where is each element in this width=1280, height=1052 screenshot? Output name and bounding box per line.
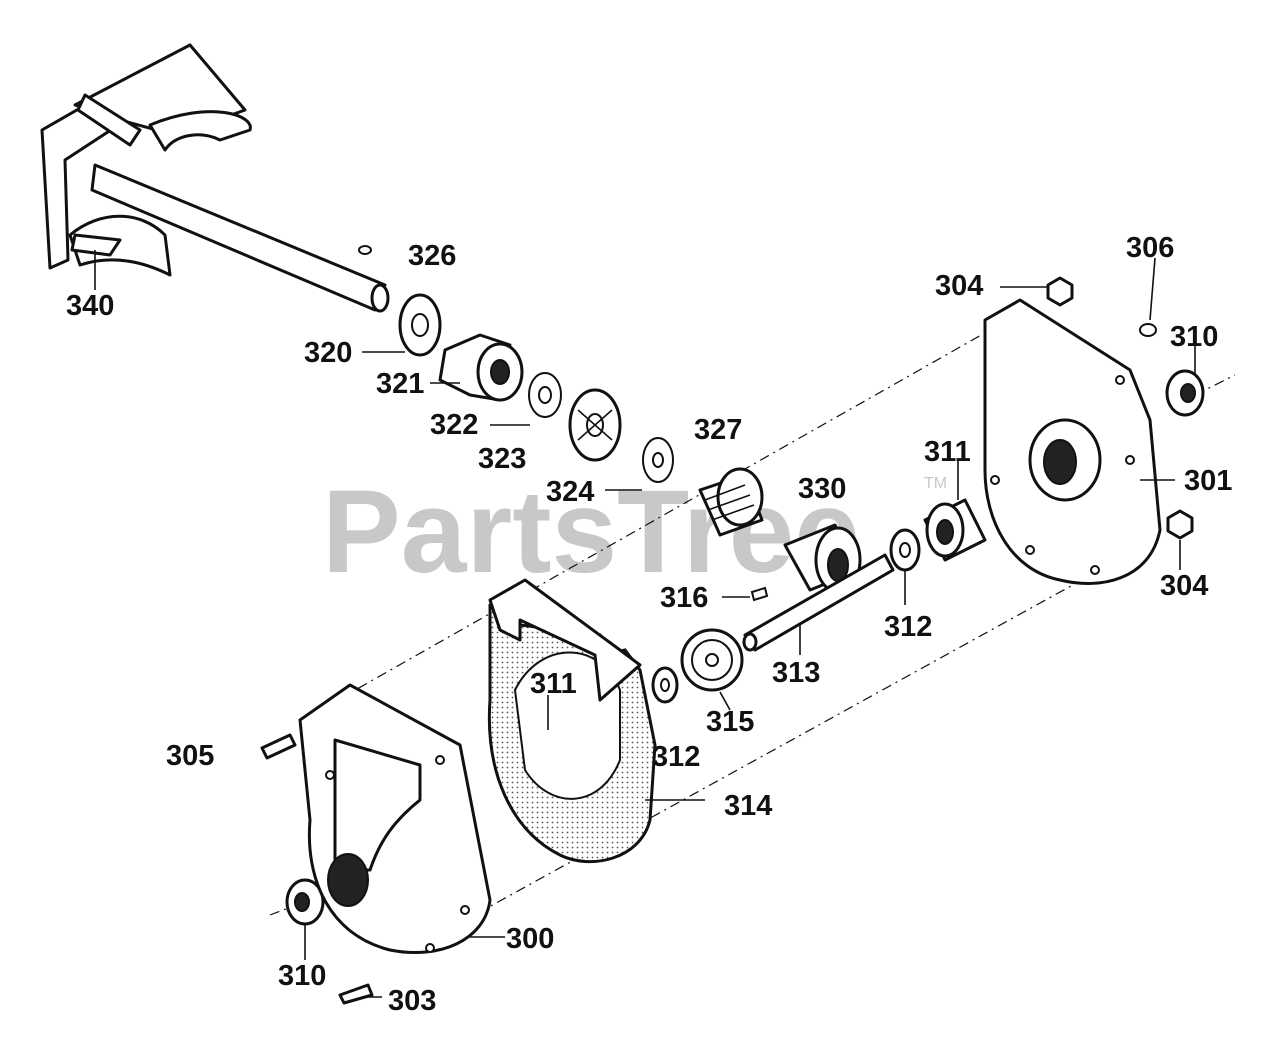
- bearing-housing-321: [438, 333, 524, 402]
- watermark-logo: PartsTree: [322, 466, 860, 598]
- bearing-310-right: [1165, 369, 1205, 417]
- callout-304-top: 304: [935, 270, 983, 302]
- callout-312-left: 312: [652, 741, 700, 773]
- callout-311-left: 311: [530, 668, 577, 700]
- callout-322: 322: [430, 409, 478, 441]
- callout-310-right: 310: [1170, 321, 1218, 353]
- spur-gear-315: [680, 628, 744, 692]
- washer-312-left: [651, 666, 679, 704]
- worm-gear-327: [698, 467, 764, 537]
- callout-321: 321: [376, 368, 424, 400]
- auger-impeller-assembly: [40, 43, 390, 313]
- screw-303-shape: [338, 983, 374, 1005]
- callout-314: 314: [724, 790, 772, 822]
- callout-315: 315: [706, 706, 754, 738]
- callout-320: 320: [304, 337, 352, 369]
- nut-304-top: [1046, 276, 1074, 307]
- gasket-314: [487, 578, 657, 863]
- fitting-306-shape: [1139, 323, 1157, 337]
- callout-310-left: 310: [278, 960, 326, 992]
- callout-324: 324: [546, 476, 594, 508]
- screw-305-shape: [260, 733, 297, 760]
- callout-labels: 340 326 320 321 322 323 324 327 330 311 …: [66, 232, 1232, 1017]
- bushing-311-right: [923, 498, 987, 562]
- callout-327: 327: [694, 414, 742, 446]
- callout-300: 300: [506, 923, 554, 955]
- callout-340: 340: [66, 290, 114, 322]
- callout-323: 323: [478, 443, 526, 475]
- nut-304-bottom: [1166, 509, 1194, 540]
- key-316-shape: [750, 586, 769, 602]
- washer-324: [642, 437, 674, 483]
- washer-312-right: [889, 528, 921, 572]
- thrust-bearing-323: [568, 388, 622, 462]
- leader-lines: [94, 250, 1196, 998]
- callout-330: 330: [798, 473, 846, 505]
- bearing-310-left: [285, 878, 325, 926]
- callout-303: 303: [388, 985, 436, 1017]
- flange-washer-320: [398, 293, 442, 357]
- washer-322: [528, 372, 562, 418]
- callout-304-bottom: 304: [1160, 570, 1208, 602]
- callout-326: 326: [408, 240, 456, 272]
- callout-312-right: 312: [884, 611, 932, 643]
- pin-326-shape: [358, 245, 372, 255]
- gear-case-300: [298, 683, 492, 955]
- shaft-313: [742, 553, 895, 652]
- callout-313: 313: [772, 657, 820, 689]
- callout-301: 301: [1184, 465, 1232, 497]
- gear-case-301: [983, 298, 1162, 585]
- callout-306: 306: [1126, 232, 1174, 264]
- watermark-trademark: TM: [924, 475, 947, 492]
- callout-316: 316: [660, 582, 708, 614]
- callout-305: 305: [166, 740, 214, 772]
- callout-311-right: 311: [924, 436, 971, 468]
